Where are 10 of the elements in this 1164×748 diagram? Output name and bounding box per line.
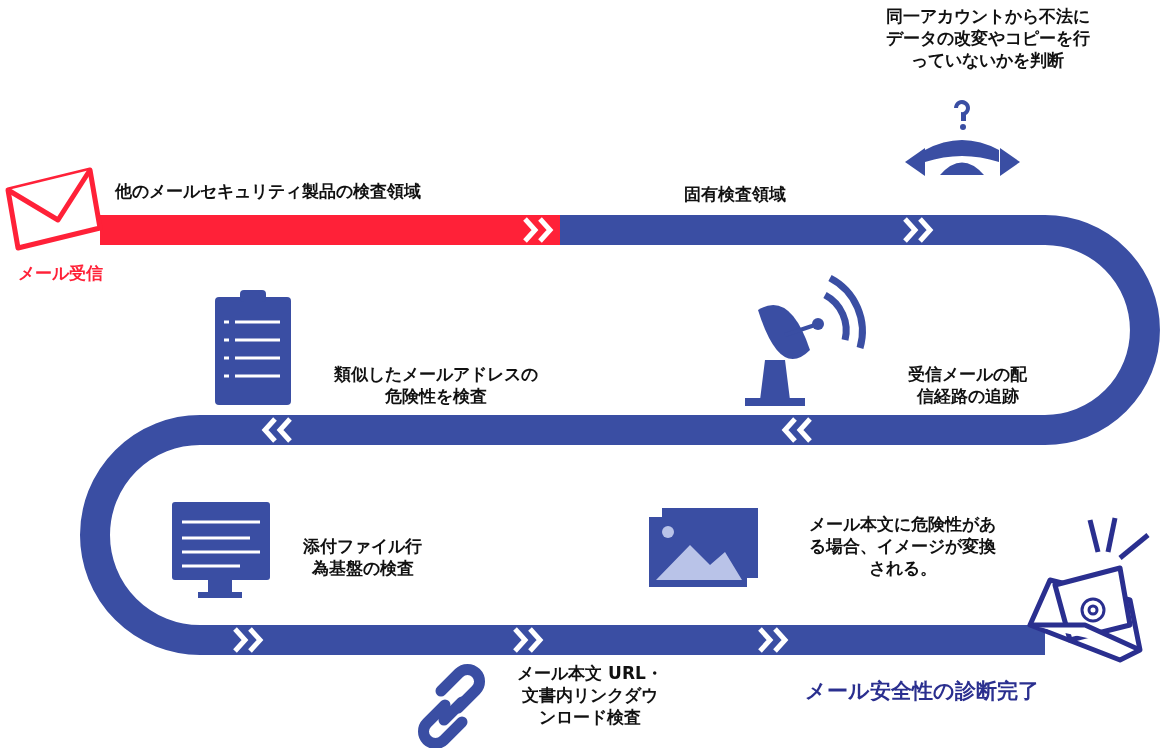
step-label: 他のメールセキュリティ製品の検査領域 <box>115 180 422 202</box>
step-label: 類似したメールアドレスの危険性を検査 <box>332 363 539 407</box>
step-label: 固有検査領域 <box>683 183 787 205</box>
step-label: 受信メールの配信経路の追跡 <box>907 363 1028 407</box>
step-label: メール本文に危険性がある場合、イメージが変換される。 <box>808 513 997 579</box>
end-label: メール安全性の診断完了 <box>805 678 1040 704</box>
step-label: 同一アカウントから不法にデータの改変やコピーを行っていないかを判断 <box>884 5 1091 71</box>
step-label: メール本文 URL・文書内リンクダウンロード検査 <box>516 662 664 728</box>
start-label: メール受信 <box>18 262 104 284</box>
step-label: 添付ファイル行為基盤の検査 <box>302 535 423 579</box>
